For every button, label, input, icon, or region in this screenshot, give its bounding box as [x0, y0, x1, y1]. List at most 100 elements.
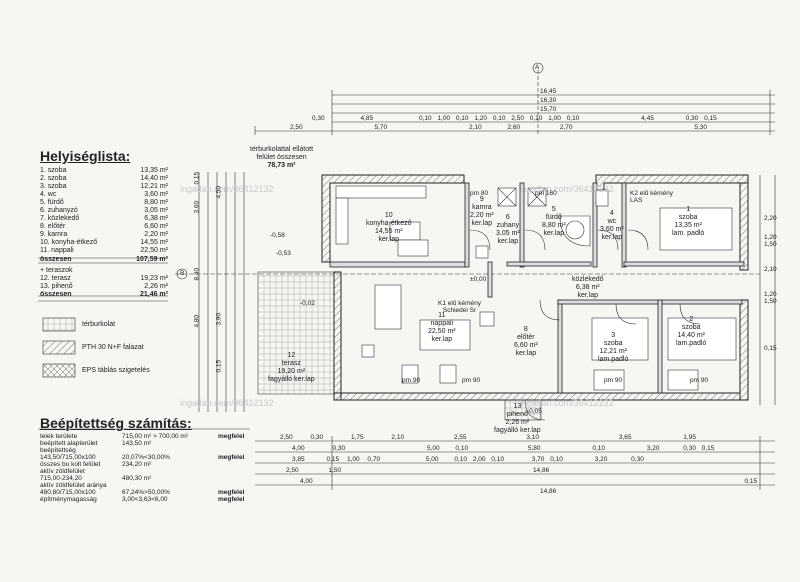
watermark-2: ingatlan.com/36412132: [520, 184, 614, 194]
axis-b-label: B: [180, 270, 185, 277]
left-dimension-lines: [175, 172, 760, 412]
material-paving-label: térburkolat: [82, 321, 116, 328]
dim-bottom-row2: 4,00 0,30 5,00 0,10 5,80 0,10 3,20 0,30 …: [292, 445, 715, 452]
pm90-1: pm 90: [402, 377, 421, 384]
living-furniture: [361, 284, 495, 384]
extras-header: + teraszok: [40, 267, 73, 274]
watermark-3: ingatlan.com/36412132: [180, 398, 274, 408]
pm90-4: pm 90: [690, 377, 709, 384]
terrace-note: térburkolattal ellátott felület összesen…: [250, 146, 314, 169]
axis-b-marker: [176, 268, 188, 280]
material-eps-label: EPS táblás szigetelés: [82, 367, 150, 374]
terrace-area: [257, 271, 335, 395]
legend-rules: [38, 257, 168, 302]
dim-left-col-2: 4,50 3,90 0,15: [215, 185, 223, 373]
build-calc-title: Beépítettség számítás:: [40, 415, 192, 431]
right-dimension-lines: [759, 175, 776, 405]
door-swings: [469, 229, 701, 421]
pm90-3: pm 90: [604, 377, 623, 384]
watermark-1: ingatlan.com/36412132: [180, 184, 274, 194]
level-a: -0,58: [270, 232, 285, 239]
beds: [591, 207, 737, 391]
dim-left-col: 0,15 3,60 8,40 4,80: [193, 171, 201, 328]
dim-top-2: 16,30: [540, 97, 557, 104]
pm80-1: pm 80: [470, 190, 489, 197]
swatch-eps: [42, 363, 76, 378]
inner-walls: [329, 182, 745, 394]
watermark-4: ingatlan.com/36412132: [520, 398, 614, 408]
table-row: beépítettség: [40, 447, 76, 454]
table-row: aktív zöldfelület: [40, 468, 85, 475]
outer-walls: [321, 174, 749, 401]
bath-fixtures: [475, 187, 609, 259]
material-masonry-label: PTH 30 N+F falazat: [82, 344, 144, 351]
pm160-1: pm 160: [535, 190, 557, 197]
level-b: -0,53: [276, 250, 291, 257]
dim-top-3: 15,70: [540, 106, 557, 113]
swatch-paving: [42, 317, 76, 332]
dim-right-col: 2,20 1,20 1,50 2,10 1,20 1,50 0,15: [764, 215, 777, 352]
pm90-2: pm 90: [462, 377, 481, 384]
level-d: -0,05: [527, 408, 542, 415]
room-list-title: Helyiséglista:: [40, 148, 131, 164]
windows: [372, 174, 720, 394]
dim-top-row4: 0,30 4,85 0,10 1,00 0,10 1,20 0,10 2,50 …: [312, 115, 717, 122]
dim-top-total: 16,45: [540, 88, 557, 95]
top-dimension-lines: [254, 70, 775, 135]
dim-bottom-row3: 3,85 0,15 1,00 0,70 5,00 0,10 2,00 0,10 …: [292, 456, 644, 463]
bottom-dimension-lines: [255, 436, 775, 490]
table-row: aktív zöldfelület aránya: [40, 482, 107, 489]
level-c: -0,02: [300, 300, 315, 307]
kitchen-counter: [335, 185, 429, 257]
swatch-masonry: [42, 340, 76, 355]
level-zero: ±0,00: [470, 276, 487, 283]
dim-bottom-row1: 2,50 0,30 1,75 2,10 2,55 3,10 3,65 1,95: [280, 434, 696, 441]
dim-top-row5: 2,50 5,70 2,10 2,60 2,70 5,30: [290, 124, 707, 131]
dim-bottom-total: 14,86: [540, 488, 557, 495]
dim-bottom-row5: 4,00 0,15: [300, 478, 758, 485]
axis-a-marker: [532, 62, 544, 74]
dim-bottom-row4: 2,50 1,50 14,86: [286, 467, 550, 474]
axis-a-label: A: [535, 64, 540, 71]
entrance-step: [504, 399, 542, 421]
